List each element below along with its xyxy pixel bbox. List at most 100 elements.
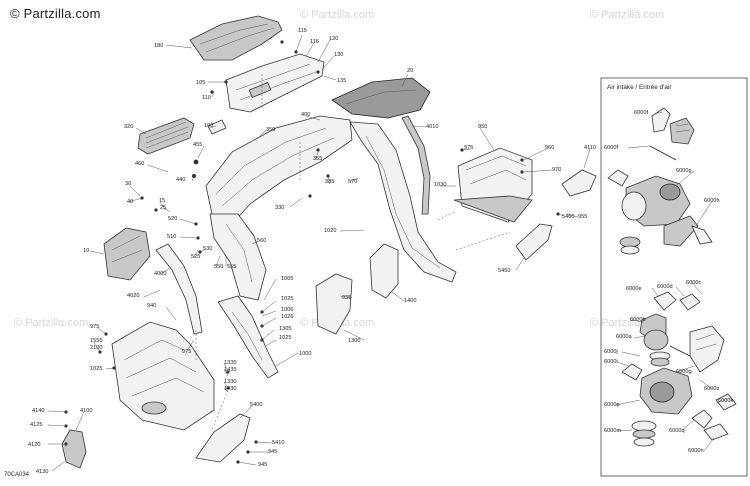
figure-code: 70CA034 xyxy=(4,472,30,478)
inset-title: Air intake / Entrée d'air xyxy=(607,84,672,91)
callout-6000d: 6000d xyxy=(657,284,673,290)
callout-1435: 1435 xyxy=(224,367,236,373)
callout-115: 115 xyxy=(298,28,307,34)
lower-body-panel xyxy=(111,321,215,431)
callout-6000m: 6000m xyxy=(604,428,621,434)
callout-4120: 4120 xyxy=(28,442,40,448)
callout-1025-c: 1025 xyxy=(90,366,102,372)
callout-330: 330 xyxy=(275,205,284,211)
callout-5410: 5410 xyxy=(272,440,284,446)
callout-6000c: 6000c xyxy=(686,280,701,286)
callout-5450: 5450 xyxy=(498,268,510,274)
callout-530: 530 xyxy=(203,246,212,252)
callout-975-b: 975 xyxy=(90,324,99,330)
callout-25: 25 xyxy=(160,205,166,211)
callout-1025-b: 1025 xyxy=(279,335,291,341)
side-shield-1300 xyxy=(315,273,353,335)
callout-180: 180 xyxy=(154,43,163,49)
callout-6000n: 6000n xyxy=(688,448,704,454)
callout-525: 525 xyxy=(191,254,200,260)
callout-1026: 1026 xyxy=(281,314,293,320)
callout-385: 385 xyxy=(325,179,334,185)
console-cover xyxy=(189,15,283,61)
callout-355: 355 xyxy=(313,156,322,162)
callout-975-c: 975 xyxy=(182,349,191,355)
partzilla-brand: © Partzilla.com xyxy=(10,6,101,21)
callout-970: 970 xyxy=(552,167,561,173)
callout-320: 320 xyxy=(124,124,133,130)
callout-6000a: 6000a xyxy=(616,334,632,340)
leader-lines xyxy=(47,34,591,472)
callout-130: 130 xyxy=(334,52,343,58)
callout-555: 555 xyxy=(227,264,236,270)
small-trim-clip xyxy=(207,119,227,135)
callout-1555: 1555 xyxy=(90,338,102,344)
storage-bin xyxy=(453,147,533,223)
watermark-text: © Partzilla.com xyxy=(590,9,664,21)
callout-6000s: 6000s xyxy=(704,386,719,392)
callout-1300: 1300 xyxy=(348,338,360,344)
callout-6000h: 6000h xyxy=(704,198,720,204)
air-intake-inset-frame xyxy=(600,77,748,477)
callout-520: 520 xyxy=(168,216,177,222)
rocker-panel-1000 xyxy=(217,295,279,379)
callout-30: 30 xyxy=(125,181,131,187)
fender-panel-right xyxy=(331,77,431,119)
callout-116: 116 xyxy=(310,39,319,45)
callout-5400: 5400 xyxy=(250,402,262,408)
callout-1020: 1020 xyxy=(324,228,336,234)
callout-6000e: 6000e xyxy=(626,286,642,292)
callout-945-b: 945 xyxy=(258,462,267,468)
callout-460: 460 xyxy=(135,161,144,167)
callout-1030: 1030 xyxy=(434,182,446,188)
callout-4100: 4100 xyxy=(80,408,92,414)
callout-15: 15 xyxy=(159,198,165,204)
callout-40: 40 xyxy=(127,199,133,205)
callout-440: 440 xyxy=(176,177,185,183)
callout-940: 940 xyxy=(147,303,156,309)
callout-1430: 1430 xyxy=(224,386,236,392)
callout-4000: 4000 xyxy=(154,271,166,277)
assembly-lines xyxy=(195,74,511,431)
callout-560: 560 xyxy=(257,238,266,244)
callout-4130: 4130 xyxy=(36,469,48,475)
callout-1000: 1000 xyxy=(299,351,311,357)
callout-1006: 1006 xyxy=(281,307,293,313)
callout-4020: 4020 xyxy=(127,293,139,299)
bracket-1400 xyxy=(369,243,399,299)
callout-1305: 1305 xyxy=(279,326,291,332)
callout-1335: 1335 xyxy=(224,360,236,366)
bracket-4110 xyxy=(561,169,597,197)
callout-20: 20 xyxy=(407,68,413,74)
callout-6000i: 6000i xyxy=(604,359,618,365)
callout-950: 950 xyxy=(478,124,487,130)
callout-120: 120 xyxy=(329,36,338,42)
upright-rail-4000 xyxy=(155,243,203,335)
dashboard-upper-panel xyxy=(225,53,325,113)
callout-110: 110 xyxy=(202,95,211,101)
callout-960: 960 xyxy=(545,145,554,151)
watermark-text: © Partzilla.com xyxy=(14,317,88,329)
guard-5450 xyxy=(515,223,553,261)
callout-5460: 5460 xyxy=(562,214,574,220)
callout-570: 570 xyxy=(348,179,357,185)
callout-105: 105 xyxy=(196,80,205,86)
side-panel-10 xyxy=(103,227,151,281)
fasteners xyxy=(64,40,560,464)
callout-6000g-b: 6000g xyxy=(676,369,692,375)
main-dashboard-frame xyxy=(205,115,353,301)
footrest-4100 xyxy=(61,429,87,469)
inset-leader-lines xyxy=(615,111,721,452)
callout-6000f: 6000f xyxy=(634,110,648,116)
callout-955: 955 xyxy=(578,214,587,220)
callout-1005: 1005 xyxy=(281,276,293,282)
callout-6000p: 6000p xyxy=(604,402,620,408)
grille-panel xyxy=(137,117,195,155)
center-tunnel-arch xyxy=(349,121,457,283)
callout-4125: 4125 xyxy=(30,422,42,428)
callout-945-a: 945 xyxy=(268,449,277,455)
callout-455: 455 xyxy=(193,142,202,148)
callout-975: 975 xyxy=(464,145,473,151)
callout-550: 550 xyxy=(214,264,223,270)
